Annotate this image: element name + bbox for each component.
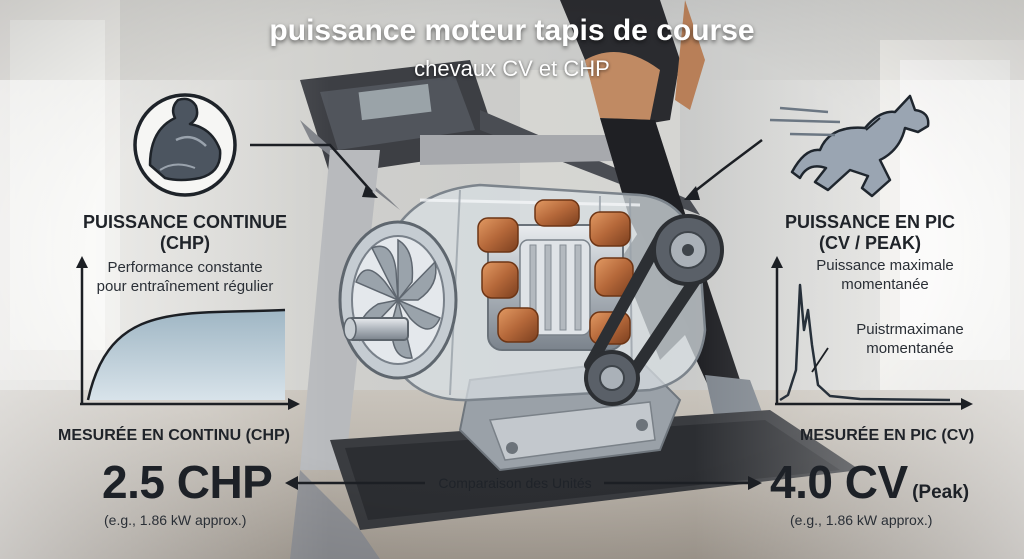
continuous-power-value: 2.5 CHP bbox=[102, 456, 273, 508]
motor-illustration bbox=[338, 183, 724, 472]
peak-power-value: 4.0 CV bbox=[770, 456, 908, 508]
peak-secondary-description: Puistrmaximane momentanée bbox=[810, 320, 1010, 358]
continuous-measure-label: MESURÉE EN CONTINU (CHP) bbox=[58, 427, 291, 444]
continuous-heading-line2: (CHP) bbox=[160, 233, 210, 253]
peak-power-value-group: 4.0 CV (Peak) bbox=[770, 455, 969, 509]
peak-heading-line2: (CV / PEAK) bbox=[818, 233, 921, 253]
continuous-heading-line1: PUISSANCE CONTINUE bbox=[82, 212, 288, 232]
peak-value-suffix: (Peak) bbox=[912, 482, 970, 503]
peak-desc-line2: momentanée bbox=[841, 276, 929, 293]
flexed-bicep-icon bbox=[133, 93, 237, 197]
continuous-desc-line1: Performance constante bbox=[107, 259, 263, 276]
galloping-horse-icon bbox=[769, 94, 930, 198]
continuous-power-heading: PUISSANCE CONTINUE (CHP) bbox=[40, 212, 330, 254]
continuous-desc-line2: pour entraînement régulier bbox=[96, 278, 274, 295]
peak-heading-line1: PUISSANCE EN PIC bbox=[784, 212, 956, 232]
peak-approx-note: (e.g., 1.86 kW approx.) bbox=[790, 512, 933, 528]
pointer-arrows bbox=[250, 139, 763, 196]
continuous-power-description: Performance constante pour entraînement … bbox=[40, 258, 330, 296]
continuous-power-graph bbox=[76, 256, 300, 410]
comparison-arrow bbox=[285, 476, 762, 490]
page-subtitle: chevaux CV et CHP bbox=[414, 56, 610, 81]
peak-power-description: Puissance maximale momentanée bbox=[770, 256, 1000, 294]
comparison-label: Comparaison des Unités bbox=[438, 475, 592, 491]
continuous-approx-note: (e.g., 1.86 kW approx.) bbox=[104, 512, 247, 528]
page-title: puissance moteur tapis de course bbox=[269, 14, 755, 47]
peak-desc2-line1: Puistrmaximane bbox=[856, 321, 964, 338]
peak-measure-label: MESURÉE EN PIC (CV) bbox=[800, 427, 975, 444]
peak-desc-line1: Puissance maximale bbox=[816, 257, 954, 274]
peak-power-graph bbox=[771, 256, 973, 410]
peak-desc2-line2: momentanée bbox=[866, 340, 954, 357]
peak-power-heading: PUISSANCE EN PIC (CV / PEAK) bbox=[720, 212, 1020, 254]
